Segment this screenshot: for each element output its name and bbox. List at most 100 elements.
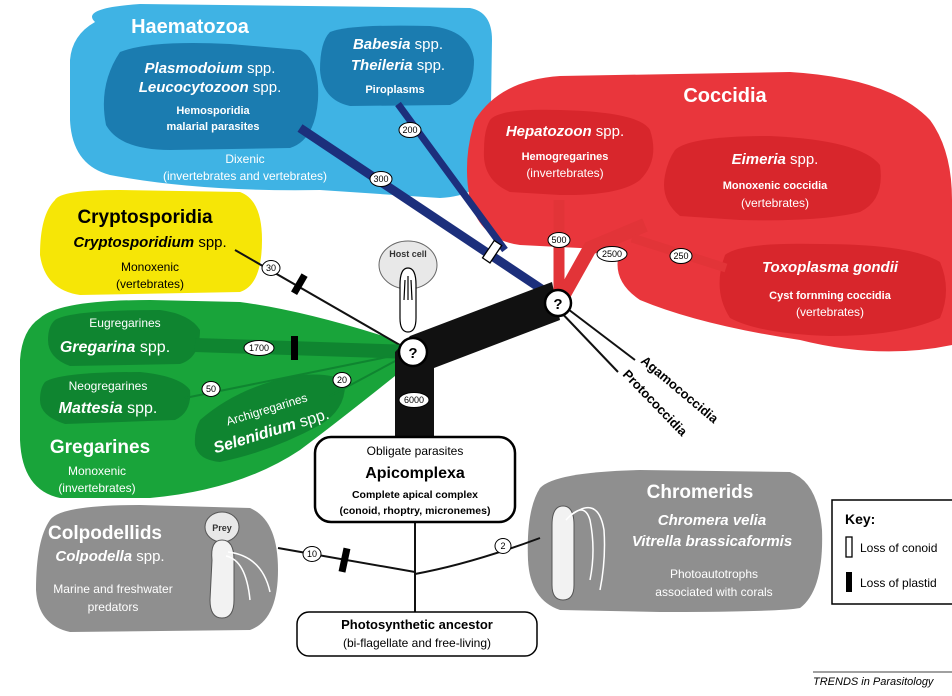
hepatozoon-spp: spp.: [592, 123, 625, 140]
branch-protococcidia: [555, 306, 619, 373]
dixenic-hosts-label: (invertebrates and vertebrates): [163, 169, 327, 183]
haematozoa-group: Haematozoa Plasmodoium spp. Leucocytozoo…: [70, 4, 492, 198]
predator-flagellum-2: [227, 551, 271, 593]
gregarina-spp: spp.: [135, 339, 170, 356]
ancestor-line2: (bi-flagellate and free-living): [343, 636, 491, 650]
neogregarines-label: Neogregarines: [69, 379, 148, 393]
badge-200-text: 200: [402, 125, 417, 135]
chromerids-group: Chromerids Chromera velia Vitrella brass…: [527, 470, 823, 612]
parasite-organelles: [403, 276, 413, 301]
branch-gregarina: [194, 338, 413, 359]
toxoplasma-inner-blob: [719, 243, 946, 336]
ancestor-box-frame: [296, 611, 538, 657]
chromera-cell: [551, 505, 575, 601]
chromerids-desc2: associated with corals: [655, 585, 772, 599]
eugregarines-label: Eugregarines: [89, 316, 160, 330]
chromerids-title: Chromerids: [647, 482, 754, 503]
coccidia-group: Coccidia Hepatozoon spp. Hemogregarines …: [466, 72, 952, 352]
branch-agamococcidia: [559, 302, 636, 361]
gregarines-hosts: (invertebrates): [58, 481, 135, 495]
badge-50-text: 50: [206, 384, 216, 394]
haematozoa-title: Haematozoa: [131, 16, 250, 38]
badge-2-text: 2: [500, 541, 505, 551]
badge-2500-text: 2500: [602, 249, 622, 259]
apicomplexa-box-frame: [313, 435, 517, 524]
mattesia-genus: Mattesia: [59, 400, 123, 417]
dixenic-label: Dixenic: [225, 152, 264, 166]
hemosporidia-label: Hemosporidia: [176, 105, 250, 117]
colpodellids-desc2: predators: [88, 600, 139, 614]
eimeria-hosts: (vertebrates): [741, 196, 809, 210]
mattesia-spp: spp.: [123, 400, 158, 417]
badge-1700-text: 1700: [249, 343, 269, 353]
ancestor-line1: Photosynthetic ancestor: [341, 617, 493, 632]
malarial-label: malarial parasites: [167, 121, 260, 133]
footer-credit: TRENDS in Parasitology: [813, 676, 935, 688]
node-apicomplexa: ?: [397, 336, 429, 368]
eimeria-spp: spp.: [786, 151, 819, 168]
badge-250: 250: [669, 248, 693, 264]
leucocytozoon-spp: spp.: [249, 79, 282, 96]
leucocytozoon-genus: Leucocytozoon: [139, 79, 249, 96]
svg-text:Gregarina spp.: Gregarina spp.: [60, 339, 170, 356]
apicomplexa-name: Apicomplexa: [365, 465, 465, 482]
svg-text:Hepatozoon spp.: Hepatozoon spp.: [506, 123, 624, 140]
plastid-loss-marker-gregarina: [291, 336, 298, 360]
host-cell-illustration: Host cell: [378, 240, 438, 333]
badge-10-text: 10: [307, 549, 317, 559]
svg-text:Theileria spp.: Theileria spp.: [351, 57, 445, 74]
key-plastid-label: Loss of plastid: [860, 576, 937, 590]
piroplasms-label: Piroplasms: [365, 84, 424, 96]
svg-text:Mattesia spp.: Mattesia spp.: [59, 400, 158, 417]
key-conoid-label: Loss of conoid: [860, 541, 937, 555]
plasmodium-spp: spp.: [243, 60, 276, 77]
cryptosporidia-blob: [40, 190, 262, 295]
ancestor-box: Photosynthetic ancestor (bi-flagellate a…: [296, 611, 538, 657]
svg-text:Plasmodoium spp.: Plasmodoium spp.: [145, 60, 276, 77]
colpodella-spp: spp.: [132, 548, 165, 565]
toxoplasma-hosts: (vertebrates): [796, 305, 864, 319]
prey-label: Prey: [212, 523, 232, 533]
badge-300-text: 300: [373, 174, 388, 184]
vitrella-label: Vitrella brassicaformis: [632, 533, 792, 550]
key-legend: Key: Loss of conoid Loss of plastid: [831, 499, 952, 605]
node-apicomplexa-circle: [397, 336, 429, 368]
badge-30-text: 30: [266, 263, 276, 273]
host-cell-label: Host cell: [389, 249, 427, 259]
svg-text:Colpodella spp.: Colpodella spp.: [55, 548, 164, 565]
colpodella-cell-illustration: Prey: [204, 511, 271, 619]
badge-2: 2: [494, 538, 512, 554]
tree-branches: [184, 101, 728, 612]
badge-6000-text: 6000: [404, 395, 424, 405]
cryptosporidium-genus: Cryptosporidium: [73, 234, 194, 251]
cyst-forming-label: Cyst fornming coccidia: [769, 290, 892, 302]
monoxenic-coccidia-label: Monoxenic coccidia: [723, 180, 828, 192]
hepatozoon-genus: Hepatozoon: [506, 123, 592, 140]
cryptosporidia-hosts: (vertebrates): [116, 277, 184, 291]
badge-250-text: 250: [673, 251, 688, 261]
badge-50: 50: [201, 381, 221, 397]
badge-1700: 1700: [243, 340, 275, 356]
conoid-loss-marker-haematozoa: [481, 239, 503, 264]
coccidia-title: Coccidia: [683, 85, 767, 107]
colpodellids-title: Colpodellids: [48, 523, 162, 544]
apicomplexa-box: Obligate parasites Apicomplexa Complete …: [313, 435, 517, 524]
colpodella-genus: Colpodella: [55, 548, 132, 565]
badge-10: 10: [302, 546, 322, 562]
key-conoid-swatch: [845, 536, 853, 558]
cryptosporidia-monoxenic: Monoxenic: [121, 260, 179, 274]
branch-mattesia: [184, 351, 413, 399]
gregarines-title: Gregarines: [50, 437, 150, 458]
svg-text:Babesia spp.: Babesia spp.: [353, 36, 443, 53]
babesia-genus: Babesia: [353, 36, 411, 53]
cryptosporidia-group: Cryptosporidia Cryptosporidium spp. Mono…: [40, 190, 262, 295]
babesia-spp: spp.: [411, 36, 444, 53]
apicomplexa-line1: Obligate parasites: [367, 444, 464, 458]
colpodellids-desc1: Marine and freshwater: [53, 582, 172, 596]
apicomplexa-line3: Complete apical complex: [352, 489, 478, 501]
apicomplexa-line4: (conoid, rhoptry, micronemes): [340, 505, 491, 517]
predator-cell: [209, 539, 235, 619]
plastid-loss-marker-colpodellids: [338, 547, 351, 573]
badge-500-text: 500: [551, 235, 566, 245]
